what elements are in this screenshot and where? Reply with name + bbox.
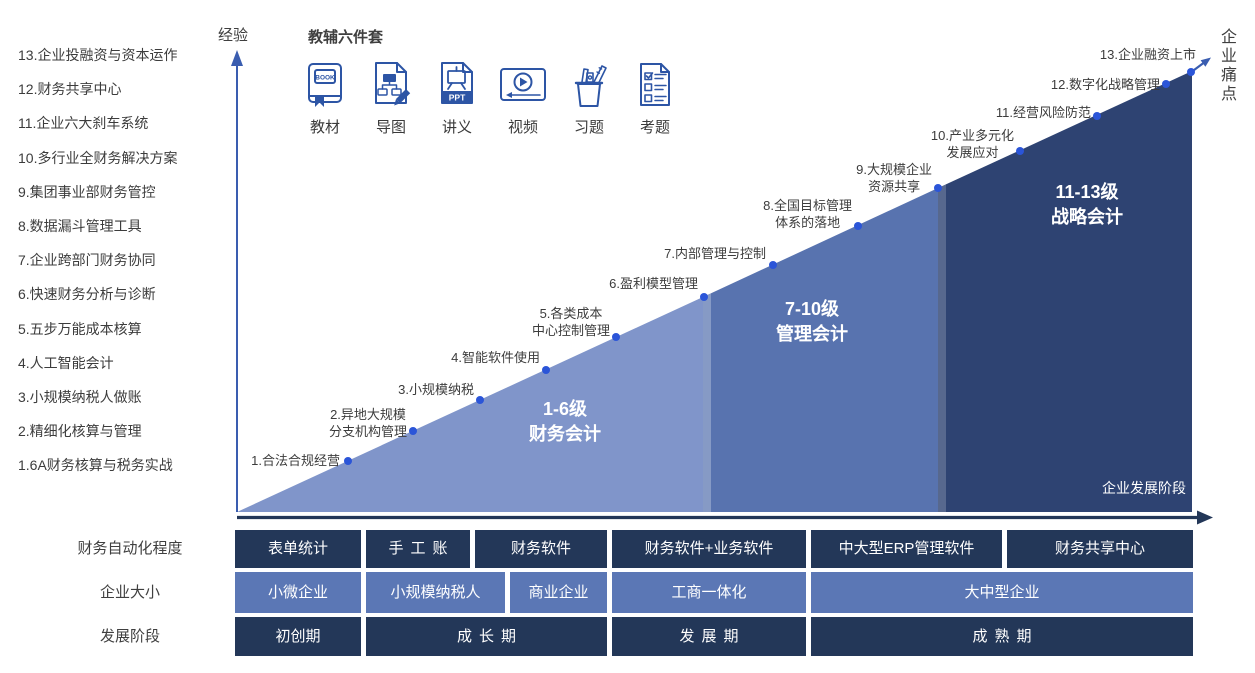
section-label-strategy: 11-13级战略会计	[1051, 182, 1123, 227]
section-management-accounting-area	[703, 188, 938, 512]
left-course-10: 10.多行业全财务解决方案	[18, 150, 178, 166]
x-axis-arrowhead	[1197, 510, 1213, 525]
toolkit-label-mindmap: 导图	[375, 119, 406, 136]
video-icon	[500, 68, 546, 101]
milestone-label-11: 11.经营风险防范	[995, 105, 1091, 120]
automation-cell-2: 手工账	[366, 530, 470, 568]
size-cell-1: 小微企业	[235, 572, 361, 613]
milestone-dot-9	[934, 184, 942, 192]
automation-cell-6: 财务共享中心	[1007, 530, 1193, 568]
row-label-automation: 财务自动化程度	[77, 540, 183, 557]
left-course-3: 3.小规模纳税人做账	[18, 389, 142, 405]
section-label-management: 7-10级管理会计	[776, 299, 848, 344]
corner-pain-point-label: 企业痛点	[1218, 28, 1235, 104]
section-strategy-accounting-area	[938, 71, 1192, 512]
toolkit-item-exam: 考题	[625, 58, 685, 137]
left-course-6: 6.快速财务分析与诊断	[18, 286, 156, 302]
toolkit-label-textbook: 教材	[309, 119, 340, 136]
stage-cell-3: 发展期	[612, 617, 806, 656]
stage-cell-2: 成长期	[366, 617, 607, 656]
left-course-2: 2.精细化核算与管理	[18, 423, 142, 439]
row-label-stage: 发展阶段	[99, 628, 160, 645]
milestone-label-8: 8.全国目标管理体系的落地	[763, 198, 852, 230]
left-course-5: 5.五步万能成本核算	[18, 321, 142, 337]
left-course-8: 8.数据漏斗管理工具	[18, 218, 142, 234]
mindmap-icon	[375, 62, 411, 106]
milestone-dot-8	[854, 222, 862, 230]
milestone-label-4: 4.智能软件使用	[451, 350, 540, 365]
milestone-dot-2	[409, 427, 417, 435]
milestone-label-9: 9.大规模企业资源共享	[856, 162, 932, 194]
left-course-13: 13.企业投融资与资本运作	[18, 47, 178, 63]
milestone-dot-1	[344, 457, 352, 465]
automation-cell-1: 表单统计	[235, 530, 361, 568]
milestone-label-7: 7.内部管理与控制	[664, 246, 766, 261]
toolkit-label-video: 视频	[507, 119, 538, 136]
automation-cell-3: 财务软件	[475, 530, 607, 568]
size-cell-5: 大中型企业	[811, 572, 1193, 613]
ppt-icon: PPT	[441, 62, 473, 104]
milestone-label-6: 6.盈利模型管理	[609, 276, 698, 291]
milestone-label-2: 2.异地大规模分支机构管理	[328, 407, 407, 439]
toolkit-label-exercises: 习题	[573, 119, 604, 136]
toolkit-item-handout: PPT 讲义	[427, 58, 487, 137]
milestone-dot-7	[769, 261, 777, 269]
x-axis-label: 企业发展阶段	[1102, 480, 1186, 496]
milestone-label-12: 12.数字化战略管理	[1050, 77, 1160, 92]
exam-icon	[640, 63, 670, 106]
left-course-9: 9.集团事业部财务管控	[18, 184, 156, 200]
y-axis-label: 经验	[218, 27, 249, 44]
milestone-label-1: 1.合法合规经营	[251, 453, 340, 468]
milestone-dot-6	[700, 293, 708, 301]
toolkit-item-mindmap: 导图	[361, 58, 421, 137]
toolkit-item-video: 视频	[493, 58, 553, 137]
toolkit-icon-row: BOOK 教材	[295, 58, 685, 137]
svg-text:PPT: PPT	[449, 93, 466, 103]
milestone-label-10: 10.产业多元化发展应对	[930, 128, 1014, 160]
toolkit-item-exercises: 习题	[559, 58, 619, 137]
milestone-label-3: 3.小规模纳税	[398, 382, 474, 397]
left-course-7: 7.企业跨部门财务协同	[18, 252, 156, 268]
toolkit-label-handout: 讲义	[441, 119, 472, 136]
milestone-dot-13	[1187, 68, 1195, 76]
milestone-label-13: 13.企业融资上市	[1099, 47, 1196, 62]
milestone-dot-11	[1093, 112, 1101, 120]
section-finance-accounting-area	[237, 297, 703, 512]
size-cell-3: 商业企业	[510, 572, 607, 613]
apex-arrowhead	[1200, 57, 1211, 67]
stationery-icon	[574, 65, 607, 107]
milestone-dot-12	[1162, 80, 1170, 88]
left-course-12: 12.财务共享中心	[18, 81, 122, 97]
y-axis-arrowhead	[231, 50, 243, 66]
section-edge-highlight-2	[938, 184, 946, 512]
svg-text:BOOK: BOOK	[315, 75, 335, 82]
stage-cell-1: 初创期	[235, 617, 361, 656]
milestone-dot-10	[1016, 147, 1024, 155]
size-cell-4: 工商一体化	[612, 572, 806, 613]
book-icon: BOOK	[308, 63, 342, 107]
section-label-finance: 1-6级财务会计	[529, 399, 601, 444]
automation-cell-4: 财务软件+业务软件	[612, 530, 806, 568]
size-cell-2: 小规模纳税人	[366, 572, 505, 613]
milestone-dot-3	[476, 396, 484, 404]
toolkit-item-textbook: BOOK 教材	[295, 58, 355, 137]
milestone-dot-5	[612, 333, 620, 341]
toolkit-title: 教辅六件套	[308, 29, 384, 46]
toolkit-label-exam: 考题	[639, 119, 670, 136]
milestone-dot-4	[542, 366, 550, 374]
left-course-4: 4.人工智能会计	[18, 355, 114, 371]
milestone-label-5: 5.各类成本中心控制管理	[531, 306, 610, 338]
section-edge-highlight-1	[703, 293, 711, 512]
stage-cell-4: 成熟期	[811, 617, 1193, 656]
automation-cell-5: 中大型ERP管理软件	[811, 530, 1002, 568]
left-course-1: 1.6A财务核算与税务实战	[18, 457, 173, 473]
left-course-11: 11.企业六大刹车系统	[18, 115, 149, 131]
row-label-company-size: 企业大小	[99, 584, 160, 601]
